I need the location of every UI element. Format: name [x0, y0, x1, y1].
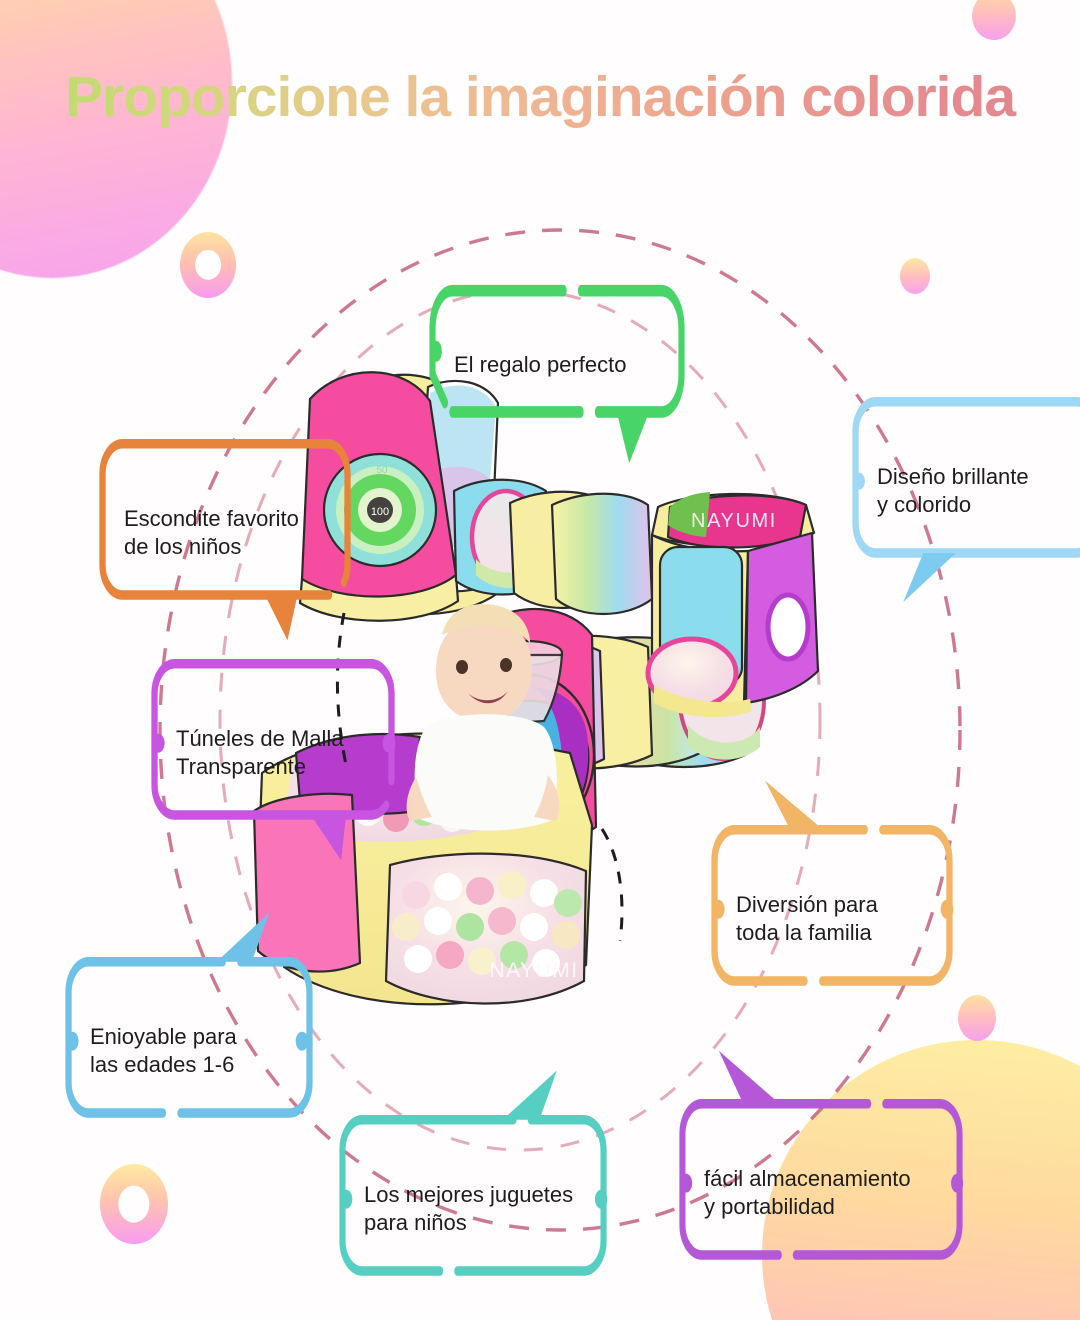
brand-mark-cube: NAYUMI [691, 510, 777, 532]
tent-fold-line [335, 612, 348, 766]
page-title: Proporcione la imaginación colorida [0, 64, 1080, 130]
baby-head [436, 617, 532, 721]
background-dot-right-lower [958, 995, 996, 1041]
callout-diseno-brillante[interactable]: Diseño brillante y colorido [852, 397, 1080, 603]
product-illustration: 100 50 [240, 355, 880, 1095]
background-dot-right-upper [900, 258, 930, 294]
callout-mejores-juguetes[interactable]: Los mejores juguetes para niños [339, 1070, 608, 1276]
ball-pit-mesh-balls [392, 871, 582, 977]
callout-text: Diseño brillante y colorido [877, 464, 1029, 518]
callout-el-regalo-perfecto[interactable]: El regalo perfecto [429, 284, 685, 464]
pyramid-tent-base [298, 573, 460, 622]
baby-hair [442, 604, 530, 643]
callout-text: Diversión para toda la familia [736, 892, 878, 946]
callout-text: fácil almacenamiento y portabilidad [704, 1166, 911, 1220]
callout-text: Túneles de Malla Transparente [176, 726, 344, 780]
target-score-100: 100 [371, 506, 389, 518]
cube-top-green-corner [668, 492, 710, 537]
background-blob-top-left [0, 0, 232, 278]
brand-mark-pool: NAYUMI [489, 959, 578, 982]
callout-escondite-favorito[interactable]: Escondite favorito de los niños [99, 439, 351, 641]
callout-text: Enioyable para las edades 1-6 [90, 1024, 237, 1078]
callout-enioyable-edades[interactable]: Enioyable para las edades 1-6 [65, 912, 313, 1118]
baby-mouth [468, 691, 508, 704]
callout-text: Escondite favorito de los niños [124, 506, 299, 560]
pool-fold-line [600, 828, 624, 942]
background-ring-top-left [180, 232, 236, 298]
baby-figure [406, 604, 560, 831]
callout-text: El regalo perfecto [454, 352, 627, 378]
background-dot-top-right [972, 0, 1016, 40]
callout-diversion-familia[interactable]: Diversión para toda la familia [711, 780, 954, 986]
target-bullseye [367, 497, 393, 523]
callout-facil-almacenamiento[interactable]: fácil almacenamiento y portabilidad [679, 1050, 964, 1260]
background-ring-bottom-left [100, 1164, 168, 1244]
callout-tuneles-de-malla[interactable]: Túneles de Malla Transparente [151, 659, 396, 861]
target-score-50: 50 [376, 465, 388, 476]
baby-body [414, 714, 557, 831]
tunnel-left-segment-3 [550, 492, 654, 615]
callout-text: Los mejores juguetes para niños [364, 1182, 574, 1236]
